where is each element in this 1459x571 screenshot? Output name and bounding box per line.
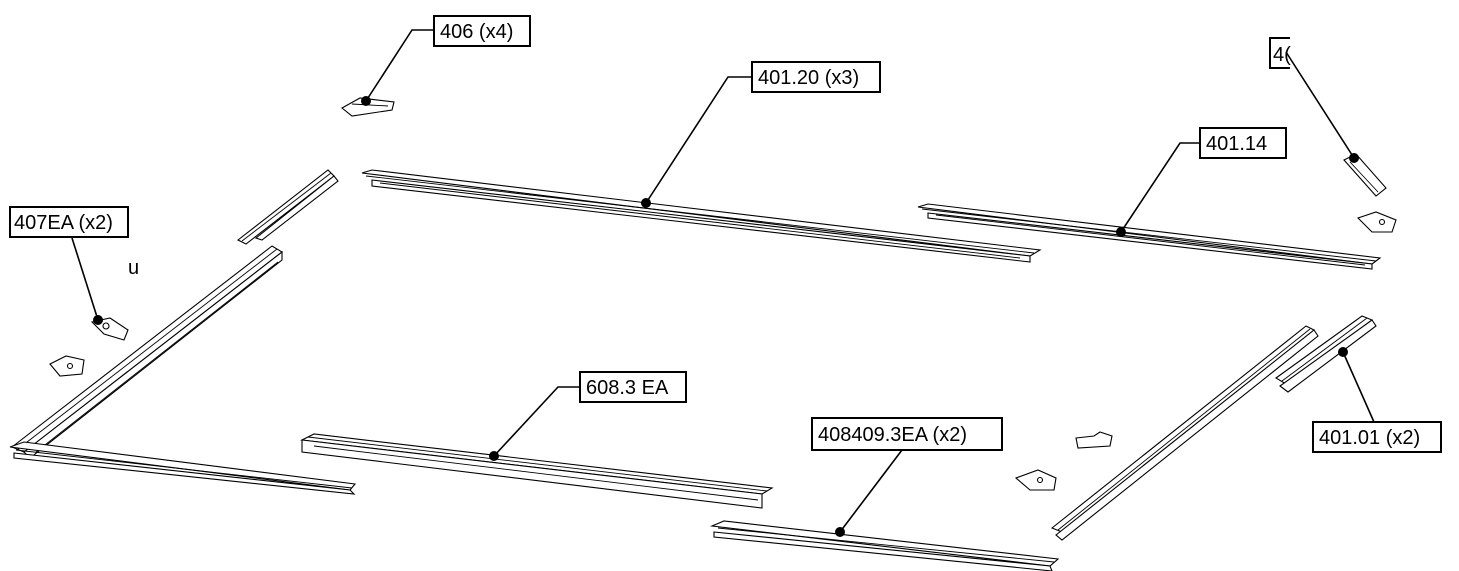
rail-401-01-b bbox=[1275, 315, 1377, 393]
bracket-lower-right bbox=[1075, 431, 1113, 449]
rail-diagonal-left bbox=[10, 245, 283, 459]
corner-plate-right-top bbox=[1356, 211, 1397, 233]
corner-plate-right-bottom bbox=[1014, 469, 1057, 491]
callout-401-20-label: 401.20 (x3) bbox=[758, 67, 859, 89]
rail-401-20 bbox=[361, 169, 1042, 263]
rail-608-3 bbox=[300, 433, 774, 509]
callouts-layer: 406 (x4) 401.20 (x3) 401.14 4( bbox=[9, 15, 1442, 537]
parts-layer bbox=[9, 97, 1397, 571]
corner-plate-left bbox=[49, 355, 85, 377]
callout-clip-label: 4( bbox=[1273, 44, 1291, 66]
callout-406: 406 (x4) bbox=[361, 15, 531, 106]
callout-401-14-label: 401.14 bbox=[1206, 133, 1267, 155]
callout-401-14: 401.14 bbox=[1116, 127, 1287, 237]
callout-408409-3: 408409.3EA (x2) bbox=[811, 417, 1003, 537]
callout-407ea: 407EA (x2) bbox=[9, 206, 129, 325]
stray-text-u: u bbox=[128, 257, 139, 279]
callout-408409-3-label: 408409.3EA (x2) bbox=[818, 424, 967, 446]
rail-401-14 bbox=[917, 203, 1382, 270]
bracket-406-top bbox=[341, 97, 395, 117]
callout-608-3-label: 608.3 EA bbox=[586, 377, 669, 399]
callout-401-01: 401.01 (x2) bbox=[1312, 347, 1442, 453]
callout-clip-top-right: 4( bbox=[1269, 37, 1359, 163]
callout-608-3: 608.3 EA bbox=[489, 371, 687, 461]
rail-bottom-left bbox=[9, 441, 357, 495]
callout-406-label: 406 (x4) bbox=[440, 21, 513, 43]
rail-401-01-a bbox=[1050, 325, 1319, 541]
rail-408409-3 bbox=[709, 520, 1060, 571]
callout-401-20: 401.20 (x3) bbox=[641, 61, 881, 208]
callout-407ea-label: 407EA (x2) bbox=[14, 212, 113, 234]
callout-401-01-label: 401.01 (x2) bbox=[1319, 427, 1420, 449]
rail-short-diagonal-left bbox=[236, 169, 339, 245]
